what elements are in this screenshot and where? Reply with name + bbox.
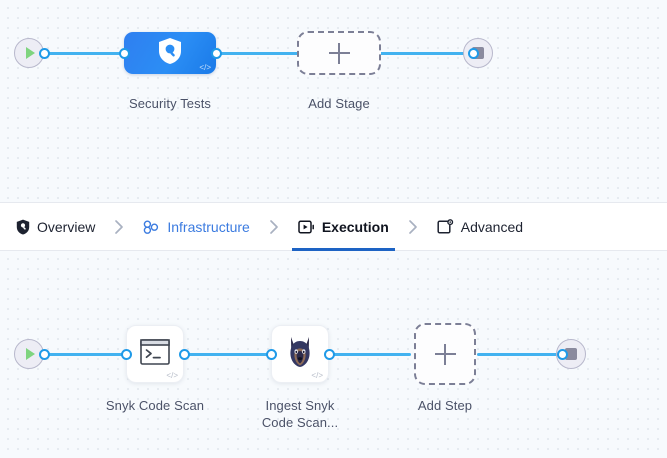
- step-start-output-port[interactable]: [39, 349, 50, 360]
- code-badge: </>: [166, 371, 178, 380]
- stage-end-input-port[interactable]: [468, 48, 479, 59]
- ingest-snyk-input-port[interactable]: [266, 349, 277, 360]
- add-step-button[interactable]: [414, 323, 476, 385]
- stage-label-security-tests: Security Tests: [128, 96, 212, 111]
- step-node-ingest-snyk-code-scan[interactable]: </>: [271, 325, 329, 383]
- play-icon: [25, 47, 35, 59]
- pipeline-section-tabs[interactable]: Overview Infrastructure: [0, 202, 667, 251]
- chevron-right-icon: [391, 203, 435, 250]
- tab-infrastructure[interactable]: Infrastructure: [141, 203, 251, 250]
- tab-label-advanced: Advanced: [460, 218, 524, 235]
- play-square-icon: [298, 219, 315, 235]
- shield-search-icon: [157, 37, 183, 70]
- terminal-icon: [140, 338, 170, 370]
- step-node-snyk-code-scan[interactable]: </>: [126, 325, 184, 383]
- stop-icon: [565, 348, 577, 360]
- cluster-icon: [143, 219, 160, 235]
- snyk-dog-icon: [285, 336, 315, 373]
- snyk-code-scan-output-port[interactable]: [179, 349, 190, 360]
- shield-icon: [16, 219, 30, 235]
- tab-advanced[interactable]: Advanced: [435, 203, 525, 250]
- tab-label-execution: Execution: [321, 218, 389, 235]
- tab-label-infrastructure: Infrastructure: [167, 218, 250, 235]
- step-label-ingest-snyk-code-scan: Ingest Snyk Code Scan...: [261, 398, 339, 430]
- plus-icon: [434, 343, 456, 365]
- stage-start-output-port[interactable]: [39, 48, 50, 59]
- edge-ingest-to-add-step: [331, 353, 411, 356]
- ingest-snyk-output-port[interactable]: [324, 349, 335, 360]
- tab-overview[interactable]: Overview: [14, 203, 97, 250]
- step-canvas[interactable]: </> Snyk Code Scan </>: [0, 251, 667, 458]
- chevron-right-icon: [97, 203, 141, 250]
- stage-label-add-stage: Add Stage: [308, 96, 370, 111]
- plus-icon: [328, 42, 350, 64]
- edge-security-tests-to-add-stage: [215, 52, 305, 55]
- play-icon: [25, 348, 35, 360]
- step-label-snyk-code-scan: Snyk Code Scan: [105, 398, 205, 413]
- security-tests-input-port[interactable]: [119, 48, 130, 59]
- edge-snyk-code-scan-to-ingest: [186, 353, 270, 356]
- code-badge: </>: [199, 63, 211, 72]
- stage-canvas[interactable]: </> Security Tests Add Stage: [0, 0, 667, 202]
- step-label-add-step: Add Step: [417, 398, 473, 413]
- chevron-right-icon: [252, 203, 296, 250]
- security-tests-output-port[interactable]: [211, 48, 222, 59]
- tab-execution[interactable]: Execution: [291, 203, 395, 251]
- step-end-input-port[interactable]: [557, 349, 568, 360]
- edge-add-stage-to-end: [378, 52, 472, 55]
- edge-start-to-security-tests: [44, 52, 130, 55]
- edge-start-to-snyk-code-scan: [44, 353, 128, 356]
- tab-label-overview: Overview: [37, 218, 96, 235]
- stage-node-security-tests[interactable]: </>: [124, 32, 216, 74]
- edge-add-step-to-end: [477, 353, 563, 356]
- snyk-code-scan-input-port[interactable]: [121, 349, 132, 360]
- add-stage-button[interactable]: [297, 31, 381, 75]
- code-badge: </>: [311, 371, 323, 380]
- window-gear-icon: [437, 218, 454, 235]
